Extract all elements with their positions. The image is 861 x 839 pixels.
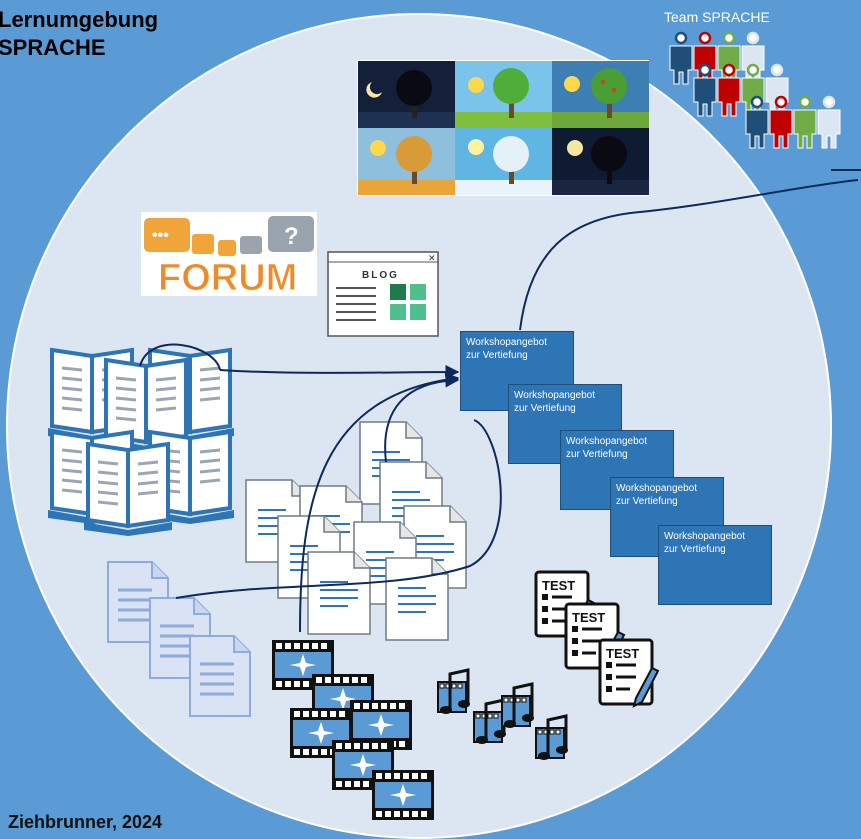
workshop-subtitle: zur Vertiefung xyxy=(466,350,528,361)
forum-icon: ••• ? FORUM xyxy=(141,212,317,300)
author-credit: Ziehbrunner, 2024 xyxy=(8,812,163,832)
book-icon xyxy=(46,348,236,538)
blog-icon: ✕ BLOG xyxy=(327,251,439,337)
workshop-title: Workshopangebot xyxy=(466,337,547,348)
test-checklist-icon: TEST TEST TEST xyxy=(534,570,660,708)
page-title: Lernumgebung SPRACHE xyxy=(0,6,158,62)
workshop-subtitle: zur Vertiefung xyxy=(514,403,576,414)
workshop-subtitle: zur Vertiefung xyxy=(664,544,726,555)
forum-label: FORUM xyxy=(158,257,297,299)
workshop-subtitle: zur Vertiefung xyxy=(616,496,678,507)
workshop-title: Workshopangebot xyxy=(616,483,697,494)
blog-label: BLOG xyxy=(362,270,399,281)
workshop-subtitle: zur Vertiefung xyxy=(566,449,628,460)
svg-text:•••: ••• xyxy=(152,227,169,244)
title-line-1: Lernumgebung xyxy=(0,7,159,32)
workshop-title: Workshopangebot xyxy=(566,436,647,447)
svg-text:✕: ✕ xyxy=(428,253,436,263)
team-label: Team SPRACHE xyxy=(664,9,770,25)
workshop-title: Workshopangebot xyxy=(514,390,595,401)
test-label: TEST xyxy=(606,646,639,661)
title-line-2: SPRACHE xyxy=(0,35,106,60)
workshop-box: Workshopangebot zur Vertiefung xyxy=(658,525,772,605)
svg-text:?: ? xyxy=(284,223,299,250)
workshop-title: Workshopangebot xyxy=(664,531,745,542)
seasons-tree-image-icon xyxy=(357,60,649,196)
test-label: TEST xyxy=(572,610,605,625)
connection-arrows xyxy=(139,179,859,633)
test-label: TEST xyxy=(542,578,575,593)
